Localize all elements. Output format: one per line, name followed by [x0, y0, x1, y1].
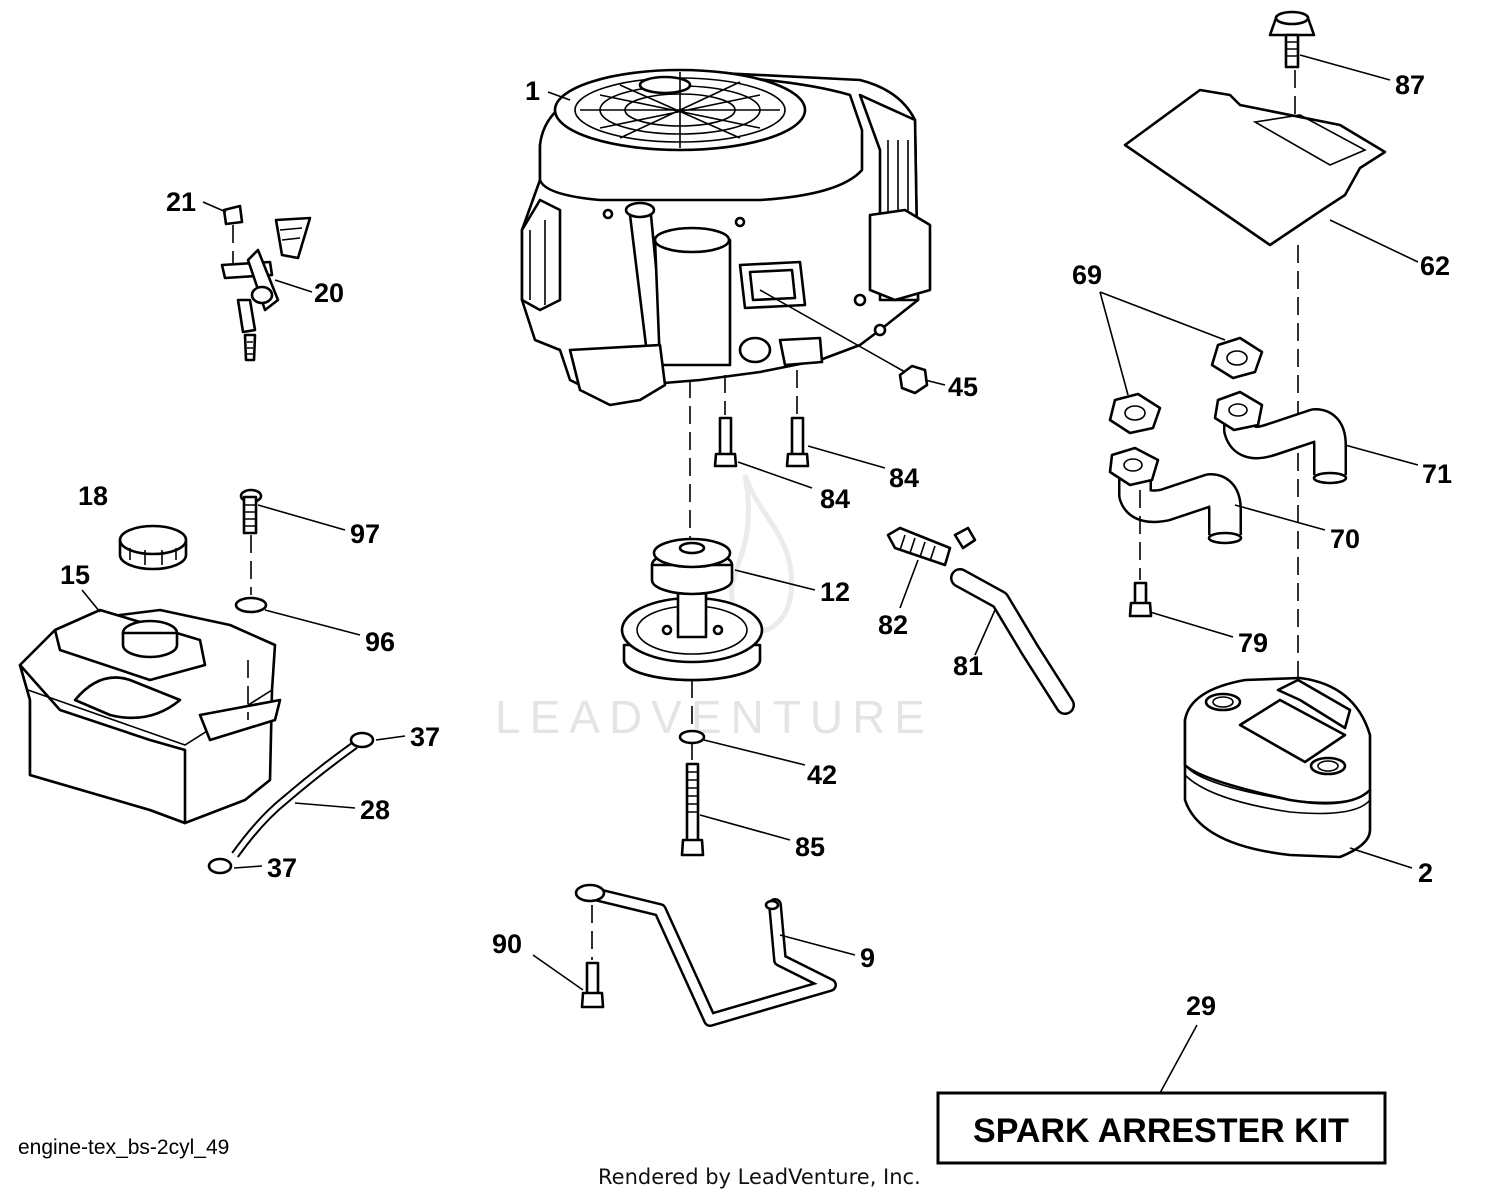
engine-assembly	[520, 68, 932, 407]
screw-87-part	[1268, 10, 1316, 69]
callout-2: 2	[1418, 858, 1433, 888]
callout-69: 69	[1072, 260, 1102, 290]
callout-37b: 37	[267, 853, 297, 883]
callout-1: 1	[525, 76, 540, 106]
callout-97: 97	[350, 519, 380, 549]
exhaust-pipe-71-part	[1213, 390, 1348, 485]
gasket-69-bottom	[1108, 392, 1162, 435]
callout-87: 87	[1395, 70, 1425, 100]
callout-37a: 37	[410, 722, 440, 752]
leader-2	[1349, 847, 1413, 869]
callout-90: 90	[492, 929, 522, 959]
muffler-part	[1183, 676, 1372, 859]
leader-82	[899, 559, 919, 609]
spark-arrester-kit-box	[936, 1091, 1387, 1165]
callout-62: 62	[1420, 251, 1450, 281]
throttle-control-part	[220, 204, 312, 362]
bolt-90-part	[580, 905, 605, 1009]
spark-arrester-kit-label: SPARK ARRESTER KIT	[973, 1112, 1349, 1150]
leader-87	[1299, 54, 1391, 81]
fuel-tank-part	[18, 608, 282, 825]
callout-85: 85	[795, 832, 825, 862]
leader-45	[924, 379, 946, 386]
callout-79: 79	[1238, 628, 1268, 658]
leader-9	[779, 934, 856, 956]
callout-28: 28	[360, 795, 390, 825]
bolt-97-part	[239, 488, 263, 595]
leader-84b	[807, 445, 886, 469]
leader-1	[547, 91, 571, 101]
callout-42: 42	[807, 760, 837, 790]
leader-12	[734, 569, 816, 591]
washer-96-part	[234, 596, 268, 614]
callout-21: 21	[166, 187, 196, 217]
callout-84b: 84	[889, 463, 919, 493]
leader-79	[1149, 611, 1234, 638]
callout-96: 96	[365, 627, 395, 657]
fuel-cap-part	[118, 524, 188, 571]
leader-28	[294, 802, 356, 809]
washer-42-part	[678, 729, 706, 745]
nut-part	[898, 364, 929, 395]
leader-71	[1344, 444, 1419, 466]
leader-69a	[1099, 291, 1226, 341]
leader-21	[202, 201, 227, 213]
fuel-line-part	[231, 741, 358, 858]
leader-96	[264, 609, 361, 636]
bolt-79-part	[1128, 490, 1153, 618]
callout-18: 18	[78, 481, 108, 511]
watermark-text: LEADVENTURE	[495, 691, 934, 743]
pulley-part	[620, 537, 764, 682]
heat-shield-part	[1123, 88, 1387, 247]
leader-15	[81, 589, 101, 613]
bolt-84-right	[785, 370, 810, 468]
callout-81: 81	[953, 651, 983, 681]
fuel-hose-81-part	[950, 568, 1075, 715]
leader-81	[974, 609, 996, 656]
exhaust-pipe-70-part	[1108, 446, 1243, 545]
leader-70	[1234, 504, 1326, 531]
heat-shield-tab	[1252, 114, 1367, 166]
callout-12: 12	[820, 577, 850, 607]
clamp-37-top	[349, 731, 375, 749]
leader-69b	[1099, 291, 1129, 396]
callout-45: 45	[948, 372, 978, 402]
callout-29: 29	[1186, 991, 1216, 1021]
callout-71: 71	[1422, 459, 1452, 489]
rendered-by: Rendered by LeadVenture, Inc.	[598, 1165, 921, 1189]
bolt-85-part	[680, 744, 705, 857]
leader-97	[257, 504, 346, 531]
leader-84a	[737, 461, 813, 489]
leader-20	[274, 279, 313, 293]
diagram-id: engine-tex_bs-2cyl_49	[18, 1136, 229, 1159]
callout-70: 70	[1330, 524, 1360, 554]
leader-62	[1329, 219, 1419, 263]
leader-42	[703, 739, 806, 766]
leader-90	[532, 954, 584, 991]
fuel-filter-part	[886, 526, 977, 567]
leader-45a	[759, 289, 906, 373]
clamp-37-bottom	[207, 857, 233, 875]
leader-29	[1159, 1024, 1198, 1094]
rod-9-part	[574, 883, 837, 1027]
leader-37b	[233, 865, 263, 869]
leader-85	[699, 814, 791, 841]
callout-82: 82	[878, 610, 908, 640]
callout-9: 9	[860, 943, 875, 973]
leader-37a	[375, 735, 406, 741]
callout-15: 15	[60, 560, 90, 590]
callout-20: 20	[314, 278, 344, 308]
callout-84a: 84	[820, 484, 850, 514]
gasket-69-top	[1210, 336, 1264, 380]
bolt-84-left	[713, 375, 738, 468]
